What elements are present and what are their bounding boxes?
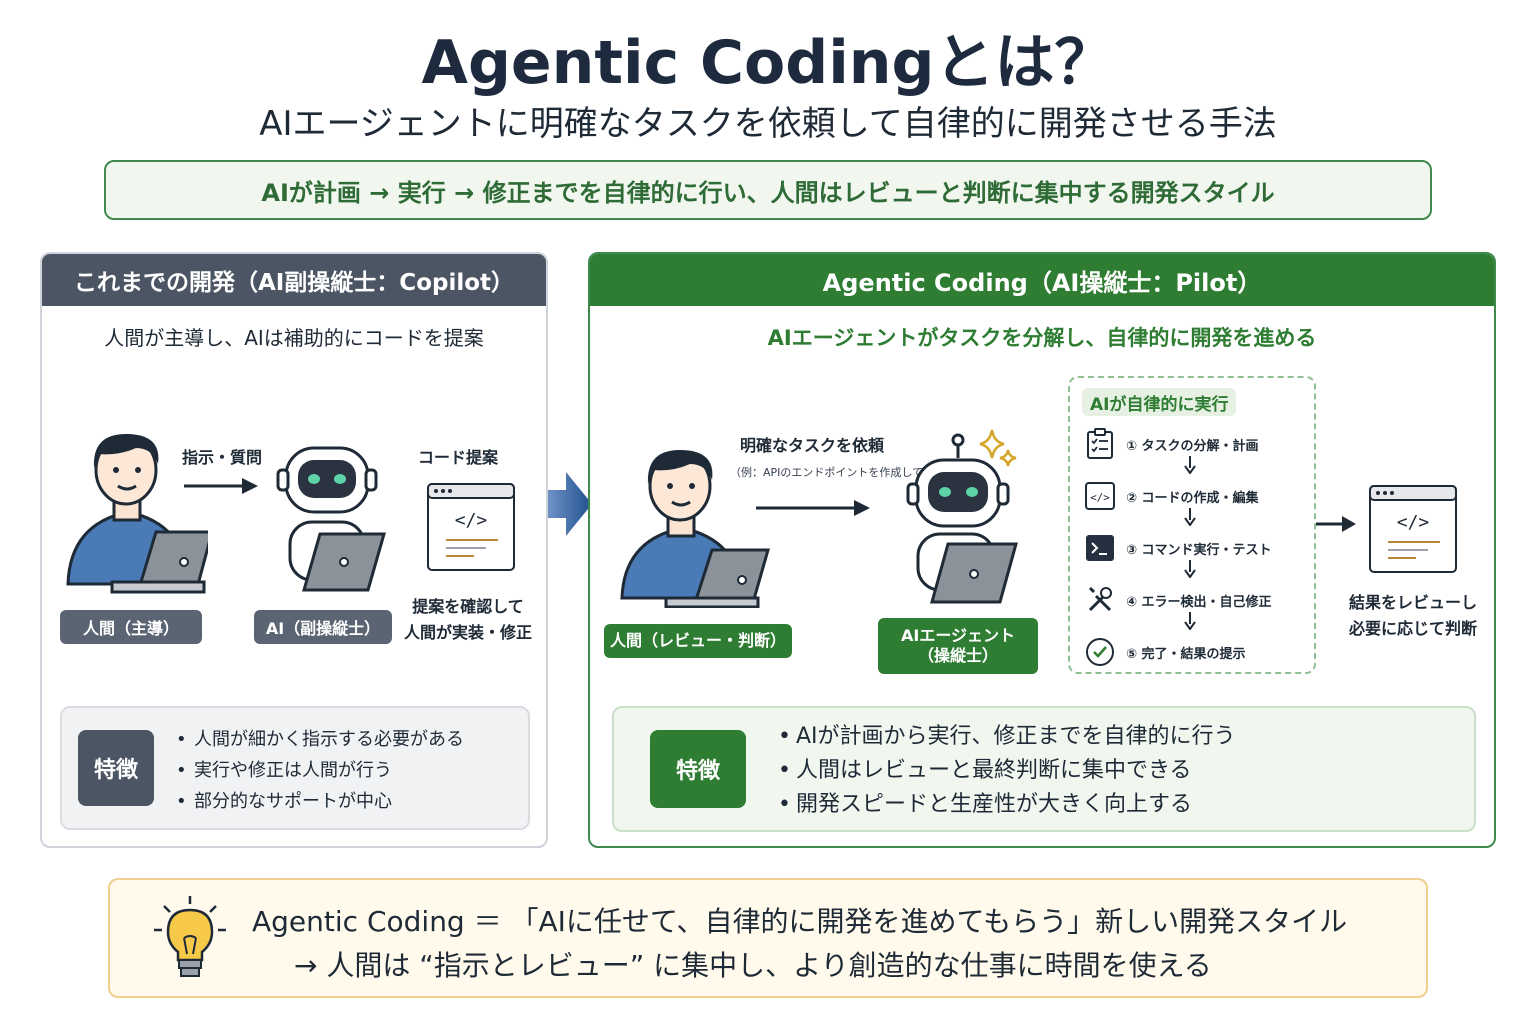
robot-with-laptop-icon	[276, 446, 386, 592]
code-window-icon: </>	[427, 483, 515, 571]
ai-agent-label: AIエージェント （操縦士）	[878, 618, 1038, 674]
step-text: ④ エラー検出・自己修正	[1126, 594, 1272, 610]
lightbulb-icon	[154, 896, 226, 977]
step-text: ⑤ 完了・結果の提示	[1126, 646, 1246, 662]
left-feature-list: 人間が細かく指示する必要がある 実行や修正は人間が行う 部分的なサポートが中心	[174, 724, 464, 817]
step-row: ⑤ 完了・結果の提示	[1084, 634, 1308, 670]
code-suggestion-label: コード提案	[418, 448, 499, 467]
step-row: ③ コマンド実行・テスト	[1084, 530, 1308, 566]
summary-text: AIが計画 → 実行 → 修正までを自律的に行い、人間はレビューと判断に集中する…	[261, 178, 1275, 207]
arrow-down-icon	[1184, 612, 1196, 630]
human-with-laptop-icon	[620, 450, 770, 608]
right-panel-subtitle: AIエージェントがタスクを分解し、自律的に開発を進める	[767, 326, 1317, 350]
step-text: ② コードの作成・編集	[1126, 490, 1259, 506]
svg-text:</>: </>	[455, 510, 488, 531]
left-arrow-label: 指示・質問	[182, 448, 263, 467]
right-feature-badge: 特徴	[650, 730, 746, 808]
code-brackets-icon: </>	[1085, 482, 1115, 510]
sparkle-icon	[979, 429, 1017, 467]
svg-text:</>: </>	[1090, 491, 1110, 504]
step-row: ④ エラー検出・自己修正	[1084, 582, 1308, 618]
page-title: Agentic Codingとは？	[421, 28, 1115, 98]
left-feature-item: 実行や修正は人間が行う	[174, 755, 464, 786]
robot-agent-icon	[906, 433, 1018, 604]
step-text: ③ コマンド実行・テスト	[1126, 542, 1272, 558]
left-feature-item: 人間が細かく指示する必要がある	[174, 724, 464, 755]
left-note-line2: 人間が実装・修正	[403, 623, 532, 642]
right-arrow-label: 明確なタスクを依頼	[740, 436, 885, 455]
bottom-summary-line1: Agentic Coding ＝ 「AIに任せて、自律的に開発を進めてもらう」新…	[252, 905, 1348, 938]
page-subtitle: AIエージェントに明確なタスクを依頼して自律的に開発させる手法	[259, 104, 1277, 144]
summary-banner: AIが計画 → 実行 → 修正までを自律的に行い、人間はレビューと判断に集中する…	[104, 160, 1432, 220]
right-feature-item: 人間はレビューと最終判断に集中できる	[776, 754, 1236, 788]
ai-copilot-label: AI（副操縦士）	[254, 610, 392, 644]
arrow-right-icon	[184, 478, 258, 494]
right-arrow-example: （例：APIのエンドポイントを作成して）	[730, 466, 935, 479]
left-feature-badge: 特徴	[78, 730, 154, 806]
clipboard-checklist-icon	[1087, 428, 1113, 459]
wrench-screwdriver-icon	[1088, 586, 1112, 612]
right-feature-item: AIが計画から実行、修正までを自律的に行う	[776, 720, 1236, 754]
result-note-line2: 必要に応じて判断	[1348, 619, 1477, 638]
arrow-down-icon	[1184, 456, 1196, 474]
right-panel-agentic: Agentic Coding（AI操縦士：Pilot） AIエージェントがタスク…	[588, 252, 1496, 848]
arrow-down-icon	[1184, 508, 1196, 526]
left-note: 提案を確認して 人間が実装・修正	[398, 594, 538, 646]
step-text: ① タスクの分解・計画	[1126, 438, 1259, 454]
left-panel-header: これまでの開発（AI副操縦士：Copilot）	[42, 254, 546, 306]
bottom-summary-line2: → 人間は “指示とレビュー” に集中し、より創造的な仕事に時間を使える	[294, 949, 1212, 982]
right-feature-list: AIが計画から実行、修正までを自律的に行う 人間はレビューと最終判断に集中できる…	[776, 720, 1236, 822]
bottom-summary-box: Agentic Coding ＝ 「AIに任せて、自律的に開発を進めてもらう」新…	[108, 878, 1428, 998]
left-feature-item: 部分的なサポートが中心	[174, 786, 464, 817]
arrow-right-icon	[1316, 516, 1356, 532]
check-circle-icon	[1086, 638, 1114, 666]
svg-text:</>: </>	[1397, 512, 1430, 533]
human-review-label: 人間（レビュー・判断）	[604, 624, 792, 658]
human-lead-label: 人間（主導）	[60, 610, 202, 644]
transition-arrow-icon	[548, 472, 592, 536]
left-panel-traditional: これまでの開発（AI副操縦士：Copilot） 人間が主導し、AIは補助的にコー…	[40, 252, 548, 848]
result-note: 結果をレビューし 必要に応じて判断	[1334, 590, 1492, 642]
arrow-right-icon	[756, 500, 870, 516]
terminal-icon	[1086, 535, 1114, 561]
left-feature-box: 特徴 人間が細かく指示する必要がある 実行や修正は人間が行う 部分的なサポートが…	[60, 706, 530, 830]
ai-agent-label-line2: （操縦士）	[917, 646, 998, 665]
ai-agent-label-line1: AIエージェント	[900, 626, 1016, 645]
arrow-down-icon	[1184, 560, 1196, 578]
code-window-icon: </>	[1369, 485, 1457, 573]
autonomous-steps-box: AIが自律的に実行 ① タスクの分解・計画 </> ② コードの作成・編集	[1068, 376, 1316, 674]
steps-title: AIが自律的に実行	[1082, 388, 1237, 416]
right-feature-item: 開発スピードと生産性が大きく向上する	[776, 788, 1236, 822]
left-note-line1: 提案を確認して	[412, 597, 524, 616]
right-panel-header: Agentic Coding（AI操縦士：Pilot）	[590, 254, 1494, 306]
human-with-laptop-icon	[66, 434, 208, 594]
result-note-line1: 結果をレビューし	[1348, 593, 1477, 612]
right-feature-box: 特徴 AIが計画から実行、修正までを自律的に行う 人間はレビューと最終判断に集中…	[612, 706, 1476, 832]
left-panel-subtitle: 人間が主導し、AIは補助的にコードを提案	[104, 326, 484, 350]
step-row: ① タスクの分解・計画	[1084, 426, 1308, 462]
step-row: </> ② コードの作成・編集	[1084, 478, 1308, 514]
